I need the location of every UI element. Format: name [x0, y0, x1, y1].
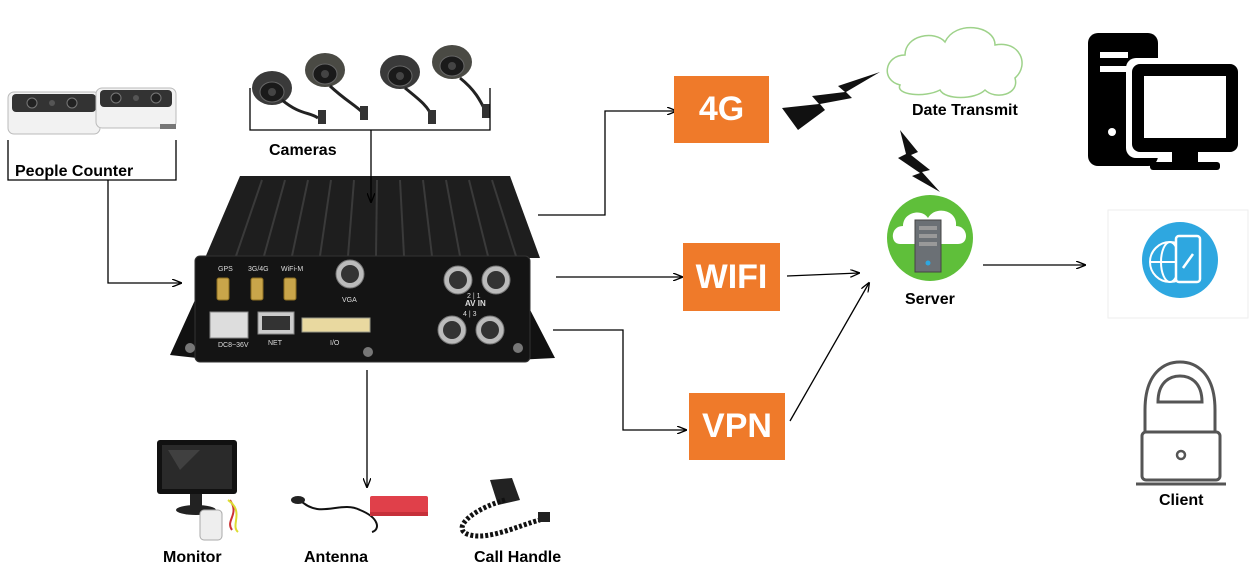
network-box-4g: 4G	[674, 76, 769, 143]
cameras-bracket	[249, 88, 491, 131]
server-icon	[887, 195, 973, 281]
people-counter-label: People Counter	[15, 163, 134, 180]
dvr-avin-label: AV IN	[465, 299, 486, 308]
network-box-vpn: VPN	[689, 393, 785, 460]
people-counter-sensor-icon	[7, 87, 177, 135]
monitor-label: Monitor	[163, 549, 222, 566]
people-counter-bracket	[7, 140, 177, 181]
network-box-wifi: WIFI	[683, 243, 780, 311]
server-label: Server	[905, 291, 955, 308]
client-label: Client	[1159, 492, 1204, 509]
dvr-gps-label: GPS	[218, 266, 233, 273]
dvr-dc-label: DC8~36V	[218, 342, 249, 349]
cameras-label: Cameras	[269, 142, 337, 159]
dvr-net-label: NET	[268, 340, 283, 347]
lightning-signal-icon	[782, 72, 940, 192]
antenna-label: Antenna	[304, 549, 368, 566]
dvr-vga-label: VGA	[342, 297, 357, 304]
antenna-icon	[291, 496, 428, 533]
dvr-wifim-label: WiFi-M	[281, 266, 303, 273]
dome-camera-icon	[252, 45, 490, 124]
mobile-dvr-icon: GPS 3G/4G WiFi-M VGA 2 | 1 AV IN 4 | 3 D…	[170, 176, 555, 363]
dvr-3g4g-label: 3G/4G	[248, 266, 269, 273]
cloud-icon	[886, 27, 1023, 99]
hooded-user-laptop-icon	[1136, 360, 1226, 486]
phone-globe-icon	[1142, 222, 1218, 298]
dvr-io-label: I/O	[330, 340, 340, 347]
dvr-ch-bottom-label: 4 | 3	[463, 311, 477, 318]
connector-lines	[107, 111, 1085, 487]
call-handle-label: Call Handle	[474, 549, 562, 566]
monitor-icon	[157, 440, 239, 541]
date-transmit-label: Date Transmit	[912, 102, 1018, 119]
dvr-ch-top-label: 2 | 1	[467, 293, 481, 300]
desktop-computer-icon	[1088, 33, 1244, 170]
call-handle-icon	[459, 478, 550, 539]
